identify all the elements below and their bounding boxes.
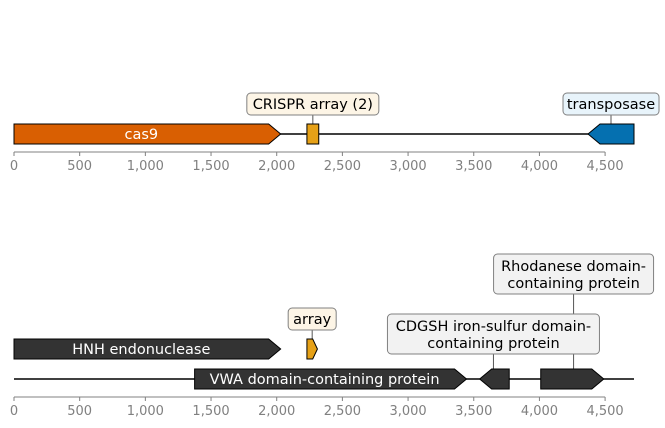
rhodanese-feature bbox=[540, 368, 605, 390]
hnh-feature bbox=[13, 338, 282, 360]
rhodanese-callout-text: Rhodanese domain- bbox=[501, 259, 646, 275]
array-feature bbox=[306, 338, 318, 360]
track-1: 0 500 1,000 1,500 2,000 2,500 3,000 3,500 4,000 4… bbox=[10, 92, 660, 174]
transposase-feature bbox=[587, 123, 635, 145]
cdgsh-callout-box bbox=[386, 313, 600, 355]
array-callout-box bbox=[287, 307, 337, 331]
cdgsh-feature bbox=[478, 368, 510, 390]
tick-label: 4,500 bbox=[586, 159, 623, 174]
transposase-callout: transposase bbox=[562, 92, 660, 116]
cdgsh-callout-text: containing protein bbox=[427, 336, 559, 352]
tick-label: 1,000 bbox=[127, 159, 164, 174]
position-axis: 0 500 1,000 1,500 2,000 2,500 3,000 3,500 4,000 4… bbox=[10, 151, 624, 174]
rhodanese-callout: Rhodanese domain-containing protein bbox=[493, 253, 655, 295]
crispr-array-callout: CRISPR array (2) bbox=[246, 92, 380, 116]
tick-label: 0 bbox=[10, 159, 18, 174]
array-callout-text: array bbox=[293, 312, 331, 328]
tick-label: 4,000 bbox=[521, 159, 558, 174]
tick-label: 1,500 bbox=[192, 404, 229, 419]
hnh-label: HNH endonuclease bbox=[72, 342, 210, 358]
tick-label: 1,000 bbox=[127, 404, 164, 419]
tick-label: 2,000 bbox=[258, 404, 295, 419]
crispr-array-callout-text: CRISPR array (2) bbox=[253, 97, 373, 113]
tick-label: 500 bbox=[67, 404, 92, 419]
tick-label: 4,500 bbox=[586, 404, 623, 419]
tick-label: 3,500 bbox=[455, 159, 492, 174]
transposase-callout-text: transposase bbox=[567, 97, 655, 113]
tick-label: 2,500 bbox=[324, 159, 361, 174]
array-callout: array bbox=[287, 307, 337, 331]
tick-label: 500 bbox=[67, 159, 92, 174]
tick-label: 1,500 bbox=[192, 159, 229, 174]
position-axis: 0 500 1,000 1,500 2,000 2,500 3,000 3,500 4,000 4… bbox=[10, 396, 624, 419]
tick-label: 4,000 bbox=[521, 404, 558, 419]
crispr-array-callout-box bbox=[246, 92, 380, 116]
tick-label: 2,500 bbox=[324, 404, 361, 419]
tick-label: 3,000 bbox=[389, 404, 426, 419]
cdgsh-callout-text: CDGSH iron-sulfur domain- bbox=[396, 319, 591, 335]
cas9-label: cas9 bbox=[125, 127, 159, 143]
tick-label: 2,000 bbox=[258, 159, 295, 174]
tick-label: 3,500 bbox=[455, 404, 492, 419]
tick-label: 3,000 bbox=[389, 159, 426, 174]
vwa-feature bbox=[194, 368, 468, 390]
cas9-feature bbox=[13, 123, 282, 145]
cdgsh-callout: CDGSH iron-sulfur domain-containing prot… bbox=[386, 313, 600, 355]
rhodanese-callout-box bbox=[493, 253, 655, 295]
transposase-callout-box bbox=[562, 92, 660, 116]
vwa-label: VWA domain-containing protein bbox=[210, 372, 440, 388]
rhodanese-callout-text: containing protein bbox=[507, 276, 639, 292]
track-2: 0 500 1,000 1,500 2,000 2,500 3,000 3,500 4,000 4… bbox=[10, 253, 655, 419]
crispr-array-feature bbox=[306, 123, 320, 145]
tick-label: 0 bbox=[10, 404, 18, 419]
